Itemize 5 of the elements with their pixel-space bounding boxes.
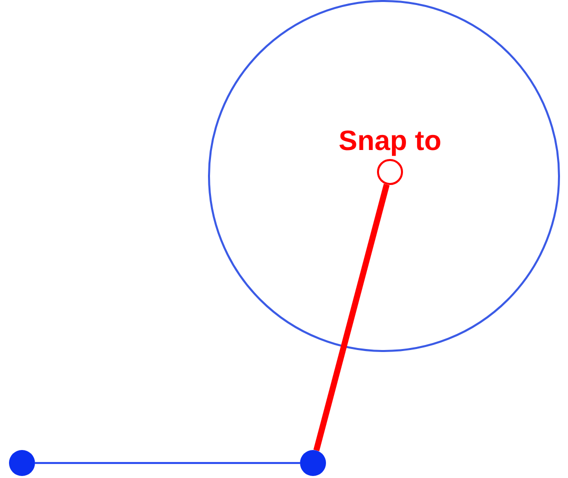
point-dot	[300, 450, 326, 476]
thick-line	[313, 184, 390, 452]
snap-label: Snap to	[338, 127, 442, 155]
point-dot	[9, 450, 35, 476]
line	[35, 462, 300, 464]
